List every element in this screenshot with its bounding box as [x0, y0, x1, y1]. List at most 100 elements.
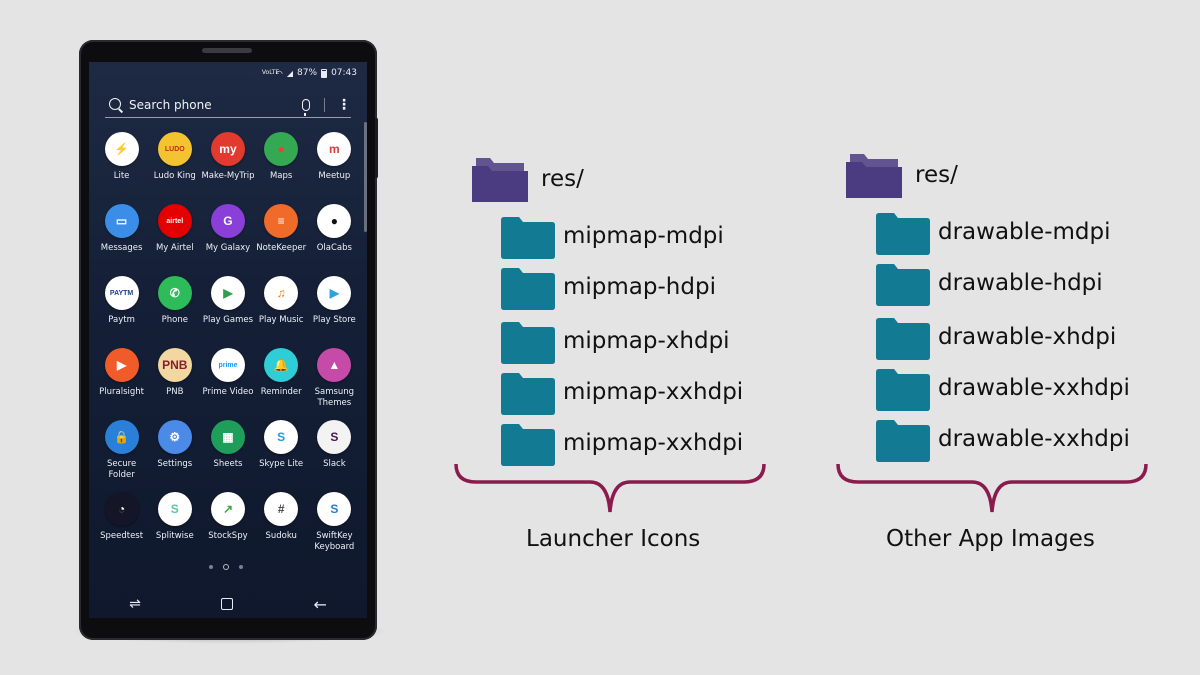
app-secure-folder[interactable]: 🔒 Secure Folder [95, 420, 148, 492]
play-store-icon: ▶ [317, 276, 352, 310]
app-google-maps[interactable]: ●Maps [255, 132, 308, 204]
wifi-icon: ◠ [275, 68, 283, 78]
app-skype-lite[interactable]: S Skype Lite [255, 420, 308, 492]
root-folder-icon [846, 154, 902, 198]
back-button-icon[interactable]: ← [313, 594, 327, 614]
page-dot-current[interactable] [223, 564, 229, 570]
app-sheets[interactable]: ▦Sheets [201, 420, 254, 492]
home-button-icon[interactable] [221, 598, 234, 610]
app-label: Pluralsight [99, 387, 145, 397]
folder-icon [501, 268, 555, 310]
subfolder-label: mipmap-hdpi [563, 274, 716, 300]
app-label: Secure Folder [106, 459, 137, 480]
search-separator [324, 97, 325, 112]
folder-icon [876, 369, 930, 411]
swiftkey-icon: S [317, 492, 352, 526]
play-music-icon: ♫ [264, 276, 299, 310]
app-phone[interactable]: ✆Phone [148, 276, 201, 348]
subfolder-label: drawable-hdpi [938, 270, 1103, 296]
app-label: OlaCabs [316, 243, 352, 253]
search-input[interactable]: Search phone [129, 97, 212, 112]
app-play-music[interactable]: ♫Play Music [255, 276, 308, 348]
app-my-galaxy[interactable]: G My Galaxy [201, 204, 254, 276]
app-label: Meetup [318, 171, 351, 181]
app-label: PNB [166, 387, 184, 397]
subfolder-label: mipmap-mdpi [563, 223, 724, 249]
app-pluralsight[interactable]: ▶ Pluralsight [95, 348, 148, 420]
folder-icon [501, 373, 555, 415]
microphone-icon[interactable] [302, 98, 310, 116]
status-bar: VoLTE ◠ ◢ 87% 07:43 [262, 66, 357, 80]
airtel-icon: airtel [157, 204, 192, 238]
app-olacabs[interactable]: ● OlaCabs [308, 204, 361, 276]
subfolder-label: drawable-xxhdpi [938, 375, 1130, 401]
root-folder-label: res/ [915, 162, 958, 188]
app-stockspy[interactable]: ↗StockSpy [201, 492, 254, 564]
app-label: Maps [269, 171, 293, 181]
more-options-icon[interactable]: ⋮ [337, 96, 351, 113]
folder-icon [501, 322, 555, 364]
app-settings[interactable]: ⚙Settings [148, 420, 201, 492]
battery-percent: 87% [297, 68, 318, 78]
app-label: My Airtel [155, 243, 194, 253]
scrollbar[interactable] [364, 122, 367, 232]
app-label: Sudoku [265, 531, 297, 541]
navigation-bar: ⇌ ← [89, 590, 367, 618]
app-label: Play Games [202, 315, 254, 325]
subfolder-label: mipmap-xxhdpi [563, 430, 744, 456]
app-notekeeper[interactable]: ≡NoteKeeper [255, 204, 308, 276]
app-label: My Galaxy [205, 243, 251, 253]
app-airtel[interactable]: airtel My Airtel [148, 204, 201, 276]
app-messenger-lite[interactable]: ⚡Lite [95, 132, 148, 204]
recents-button-icon[interactable]: ⇌ [129, 596, 141, 612]
app-label: Skype Lite [259, 459, 304, 469]
battery-icon [321, 68, 328, 78]
my-galaxy-icon: G [210, 204, 245, 238]
app-reminder[interactable]: 🔔Reminder [255, 348, 308, 420]
secure-folder-icon: 🔒 [104, 420, 139, 454]
app-speedtest[interactable]: ◔Speedtest [95, 492, 148, 564]
skype-lite-icon: S [264, 420, 299, 454]
phone-screen: VoLTE ◠ ◢ 87% 07:43 Search phone ⋮ ⚡Lite… [89, 62, 367, 618]
folder-icon [876, 264, 930, 306]
app-play-games[interactable]: ▶Play Games [201, 276, 254, 348]
page-dot[interactable] [239, 565, 243, 569]
sheets-icon: ▦ [210, 420, 245, 454]
splitwise-icon: S [157, 492, 192, 526]
app-label: Messages [100, 243, 143, 253]
search-icon [109, 97, 123, 112]
app-messages[interactable]: ▭Messages [95, 204, 148, 276]
prime-video-icon: prime [210, 348, 245, 382]
page-dot[interactable] [209, 565, 213, 569]
messenger-lite-icon: ⚡ [104, 132, 139, 166]
stockspy-icon: ↗ [210, 492, 245, 526]
app-label: Ludo King [153, 171, 196, 181]
folder-icon [501, 424, 555, 466]
app-samsung-themes[interactable]: ▲Samsung Themes [308, 348, 361, 420]
app-label: Slack [323, 459, 346, 469]
signal-icon: ◢ [286, 68, 294, 78]
makemytrip-icon: my [210, 132, 245, 166]
app-label: Prime Video [202, 387, 254, 397]
folder-icon [876, 318, 930, 360]
notekeeper-icon: ≡ [264, 204, 299, 238]
search-bar[interactable]: Search phone ⋮ [105, 92, 351, 118]
meetup-icon: m [317, 132, 352, 166]
launcher-icons-caption: Launcher Icons [526, 526, 701, 552]
app-play-store[interactable]: ▶Play Store [308, 276, 361, 348]
subfolder-label: mipmap-xxhdpi [563, 379, 744, 405]
app-label: Speedtest [100, 531, 144, 541]
pluralsight-icon: ▶ [104, 348, 139, 382]
app-sudoku[interactable]: #Sudoku [255, 492, 308, 564]
olacabs-icon: ● [317, 204, 352, 238]
